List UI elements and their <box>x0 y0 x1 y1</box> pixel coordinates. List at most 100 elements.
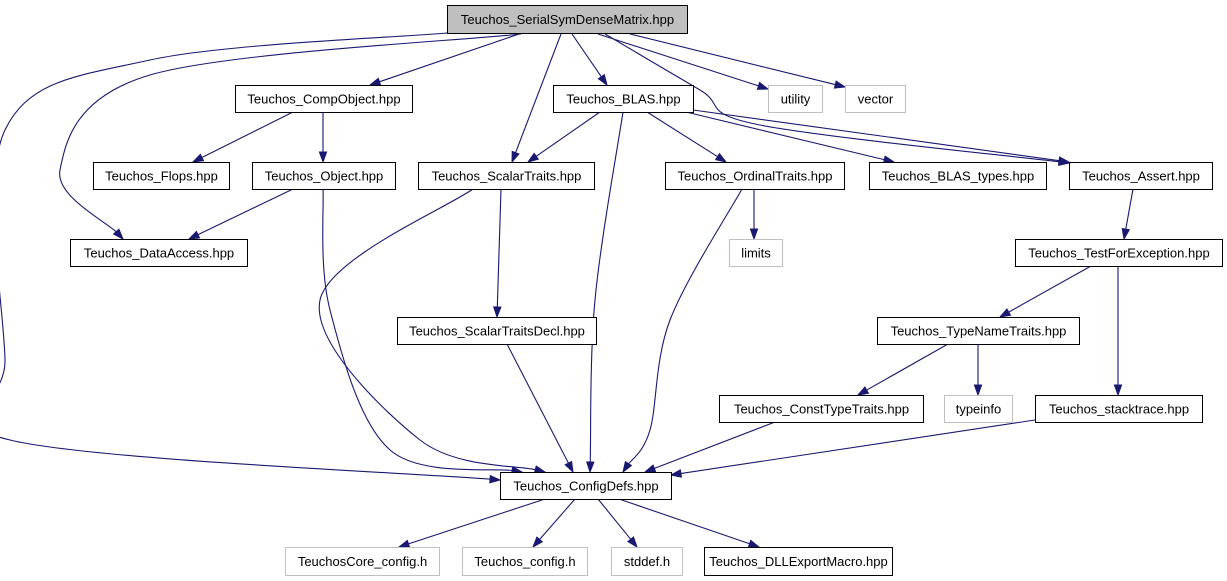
edge-line <box>377 33 520 83</box>
node-configdefs[interactable]: Teuchos_ConfigDefs.hpp <box>500 472 672 500</box>
node-object[interactable]: Teuchos_Object.hpp <box>252 162 396 190</box>
node-box <box>553 85 694 113</box>
edge-line <box>318 188 538 471</box>
edge-line <box>678 419 1036 475</box>
node-box <box>418 162 595 190</box>
nodes-layer: Teuchos_SerialSymDenseMatrix.hppTeuchos_… <box>70 5 1223 576</box>
node-box <box>500 472 672 500</box>
node-label: limits <box>741 246 771 261</box>
edge-arrowhead <box>627 536 638 549</box>
node-label: Teuchos_Object.hpp <box>265 169 384 184</box>
node-flops[interactable]: Teuchos_Flops.hpp <box>93 162 230 190</box>
node-label: Teuchos_DLLExportMacro.hpp <box>709 554 888 569</box>
node-label: Teuchos_CompObject.hpp <box>247 92 400 107</box>
edge-root-to-blas <box>571 33 608 87</box>
node-blastypes[interactable]: Teuchos_BLAS_types.hpp <box>869 162 1047 190</box>
edge-blas-to-configdefs <box>585 111 624 474</box>
edge-line <box>618 498 752 545</box>
edge-line <box>589 111 624 465</box>
node-label: Teuchos_TestForException.hpp <box>1028 246 1209 261</box>
edge-typenametraits-to-consttypetraits <box>856 343 949 396</box>
edge-assert-to-testforexception <box>1121 188 1134 241</box>
node-typenametraits[interactable]: Teuchos_TypeNameTraits.hpp <box>877 317 1080 345</box>
edge-arrowhead <box>1121 227 1131 241</box>
node-dllexport[interactable]: Teuchos_DLLExportMacro.hpp <box>704 547 893 576</box>
edge-line <box>626 188 743 466</box>
node-box <box>845 85 906 113</box>
edge-line <box>692 109 1062 162</box>
node-box <box>729 239 783 267</box>
node-label: Teuchos_stacktrace.hpp <box>1049 402 1189 417</box>
edge-arrowhead <box>397 539 411 548</box>
edge-arrowhead <box>643 464 657 473</box>
edge-configdefs-to-stddef <box>597 498 638 549</box>
edge-arrowhead <box>526 152 540 163</box>
node-label: TeuchosCore_config.h <box>298 554 427 569</box>
edge-blas-to-ordinaltraits <box>646 111 728 163</box>
node-testforexception[interactable]: Teuchos_TestForException.hpp <box>1015 239 1223 267</box>
edge-root-to-utility <box>597 33 770 90</box>
node-box <box>462 547 588 576</box>
edge-compobject-to-object <box>318 112 328 164</box>
edge-line <box>506 343 570 466</box>
edge-arrowhead <box>493 306 502 319</box>
edge-configdefs-to-corecfg <box>397 498 546 548</box>
node-box <box>1069 162 1213 190</box>
edge-arrowhead <box>747 539 761 548</box>
node-box <box>704 547 893 576</box>
edge-arrowhead <box>622 460 633 474</box>
edge-arrowhead <box>191 153 205 163</box>
node-scalartraits[interactable]: Teuchos_ScalarTraits.hpp <box>418 162 595 190</box>
node-box <box>252 162 396 190</box>
edge-line <box>629 33 838 86</box>
node-label: typeinfo <box>956 402 1002 417</box>
node-stacktrace[interactable]: Teuchos_stacktrace.hpp <box>1035 395 1203 423</box>
edge-root-to-compobject <box>368 33 520 86</box>
node-box <box>235 85 413 113</box>
node-compobject[interactable]: Teuchos_CompObject.hpp <box>235 85 413 113</box>
node-box <box>719 395 924 423</box>
node-consttypetraits[interactable]: Teuchos_ConstTypeTraits.hpp <box>719 395 924 423</box>
edge-object-to-dataaccess <box>187 188 294 240</box>
node-root[interactable]: Teuchos_SerialSymDenseMatrix.hpp <box>447 5 688 34</box>
node-label: Teuchos_Assert.hpp <box>1082 169 1200 184</box>
edge-root-to-vector <box>629 33 847 89</box>
node-box <box>877 317 1080 345</box>
node-label: Teuchos_config.h <box>474 554 575 569</box>
node-box <box>768 85 823 113</box>
edge-line <box>496 188 502 310</box>
edge-arrowhead <box>669 469 683 478</box>
node-scalartraitsdecl[interactable]: Teuchos_ScalarTraitsDecl.hpp <box>397 317 597 345</box>
edge-scalartraitsdecl-to-configdefs <box>506 343 574 474</box>
node-label: stddef.h <box>624 554 670 569</box>
edge-line <box>0 32 493 480</box>
node-label: Teuchos_Flops.hpp <box>105 169 218 184</box>
edge-arrowhead <box>585 461 595 474</box>
edge-testforexception-to-typenametraits <box>998 265 1092 318</box>
edge-arrowhead <box>368 77 382 86</box>
edge-arrowhead <box>511 150 520 164</box>
edge-line <box>406 498 546 546</box>
node-label: Teuchos_DataAccess.hpp <box>84 246 234 261</box>
edge-line <box>534 111 601 158</box>
node-blas[interactable]: Teuchos_BLAS.hpp <box>553 85 694 113</box>
node-label: utility <box>781 92 811 107</box>
node-ordinaltraits[interactable]: Teuchos_OrdinalTraits.hpp <box>665 162 845 190</box>
edge-configdefs-to-config <box>532 498 576 549</box>
edge-ordinaltraits-to-limits <box>749 189 759 241</box>
edge-stacktrace-to-configdefs <box>669 419 1036 478</box>
node-label: Teuchos_OrdinalTraits.hpp <box>678 169 833 184</box>
edge-blas-to-scalartraits <box>526 111 601 163</box>
node-dataaccess[interactable]: Teuchos_DataAccess.hpp <box>70 239 248 267</box>
node-vector: vector <box>845 85 906 113</box>
node-box <box>93 162 230 190</box>
edge-blas-to-blastypes <box>685 111 896 164</box>
edge-arrowhead <box>1058 156 1071 165</box>
node-assert[interactable]: Teuchos_Assert.hpp <box>1069 162 1213 190</box>
node-typeinfo: typeinfo <box>944 395 1013 423</box>
edge-line <box>597 33 761 88</box>
node-label: Teuchos_ConstTypeTraits.hpp <box>734 402 909 417</box>
edge-arrowhead <box>112 228 124 241</box>
edge-line <box>597 498 633 542</box>
node-box <box>285 547 440 576</box>
